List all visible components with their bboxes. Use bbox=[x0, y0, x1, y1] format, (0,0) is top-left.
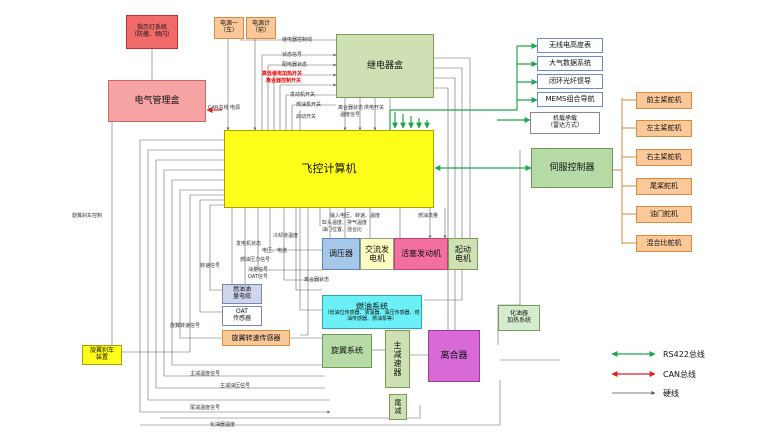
electrical-management-box: 电气管理盒 bbox=[108, 80, 206, 122]
fuel-system: 燃油系统 （低油位传感器、液温器、油压传感器、燃油传感器、燃油泵等） bbox=[322, 295, 422, 329]
wire-label: 配电器状态 bbox=[282, 62, 308, 68]
wire-label: 旋翼转速信号 bbox=[170, 323, 201, 329]
wire-label: 离合器控制开关 bbox=[266, 78, 302, 84]
wire-label: 发动机开关 bbox=[290, 92, 316, 98]
fuel-level-sensor: 燃油油 量电缆 bbox=[222, 284, 262, 304]
rotor-system: 旋翼系统 bbox=[322, 334, 372, 368]
oat-sensor: OAT 传感器 bbox=[222, 306, 262, 326]
wire-label: 离合器状态 bbox=[338, 105, 364, 111]
clutch: 离合器 bbox=[428, 330, 480, 382]
rotor-speed-sensor: 旋翼转速传感器 bbox=[222, 330, 290, 346]
tail-rotor-servo: 尾桨舵机 bbox=[636, 178, 692, 195]
tail-reducer: 尾 减 bbox=[389, 394, 407, 420]
wire-label: 发电机状态 bbox=[236, 241, 262, 247]
fog-inertial-navigation: 闭环光纤惯导 bbox=[537, 74, 603, 89]
starter-motor: 起动 电机 bbox=[448, 238, 478, 270]
wire-label: 燃油流量 bbox=[418, 213, 439, 219]
wire-label: 温度信号 bbox=[340, 112, 361, 118]
wire-label: 电源 bbox=[230, 105, 241, 111]
main-reducer: 主 减 速 器 bbox=[385, 330, 410, 388]
wire-label: 供电开关 bbox=[364, 105, 385, 111]
legend-hardwire: 硬线 bbox=[663, 389, 679, 398]
wire-label: 主减油压信号 bbox=[220, 383, 251, 389]
piston-engine: 活塞发动机 bbox=[394, 238, 448, 270]
wire-label: 旋翼刹车控制 bbox=[72, 213, 103, 219]
wire-label: 离合器状态 bbox=[304, 277, 330, 283]
wire-label: CAN总线 bbox=[208, 105, 229, 111]
flight-control-computer: 飞控计算机 bbox=[224, 130, 434, 208]
wire-label: 主减温度信号 bbox=[190, 371, 221, 377]
wire-label: 燃油压力信号 bbox=[240, 257, 271, 263]
wire-label: 化油器温度 bbox=[210, 422, 236, 428]
legend-can: CAN总线 bbox=[663, 370, 697, 379]
wire-label: 油门位置、混合比 bbox=[322, 227, 363, 233]
radio-altimeter: 无线电高度表 bbox=[537, 38, 603, 53]
wire-label: OAT信号 bbox=[248, 274, 268, 280]
wire-label: 缸头温度、排气温度 bbox=[322, 220, 368, 226]
wire-label: 继电器控制线 bbox=[282, 37, 313, 43]
wire-label: 输入电压、转速、温度 bbox=[330, 213, 381, 219]
wire-label: 启动开关 bbox=[296, 114, 317, 120]
left-main-rotor-servo: 左主桨舵机 bbox=[636, 120, 692, 137]
rotor-brake: 旋翼刹车 装置 bbox=[82, 345, 122, 365]
wire-label: 电压、电流 bbox=[262, 248, 288, 254]
relay-box: 继电器盒 bbox=[336, 34, 434, 98]
mixture-servo: 混合比舵机 bbox=[636, 235, 692, 252]
indicator-light-system: 指示灯系统 （防撞、频闪） bbox=[126, 15, 178, 49]
wire-label: 燃油泵开关 bbox=[296, 102, 322, 108]
wire-label: 高低继电加热开关 bbox=[262, 71, 303, 77]
legend-rs422: RS422总线 bbox=[663, 350, 705, 359]
ac-generator: 交流发 电机 bbox=[360, 238, 394, 270]
power-supply-a: 电源一 （车） bbox=[214, 17, 244, 39]
voltage-regulator: 调压器 bbox=[322, 238, 360, 270]
wire-label: 状态信号 bbox=[282, 52, 303, 58]
carburetor-heater: 化油器 加热系统 bbox=[498, 305, 540, 331]
mems-integrated-navigation: MEMS组合导航 bbox=[537, 92, 603, 107]
servo-controller: 伺服控制器 bbox=[531, 148, 613, 188]
wire-label: 转速信号 bbox=[200, 263, 221, 269]
airborne-datalink: 机载承载 （雷达方式） bbox=[530, 112, 600, 134]
throttle-servo: 油门舵机 bbox=[636, 206, 692, 223]
wire-label: 尾减温度信号 bbox=[190, 405, 221, 411]
wire-label: 油量信号 bbox=[248, 267, 269, 273]
front-main-rotor-servo: 前主桨舵机 bbox=[636, 92, 692, 109]
right-main-rotor-servo: 右主桨舵机 bbox=[636, 149, 692, 166]
power-supply-b: 电源计 （前） bbox=[246, 17, 276, 39]
wire-label: 冷却液温度 bbox=[273, 233, 299, 239]
air-data-system: 大气数据系统 bbox=[537, 56, 603, 71]
